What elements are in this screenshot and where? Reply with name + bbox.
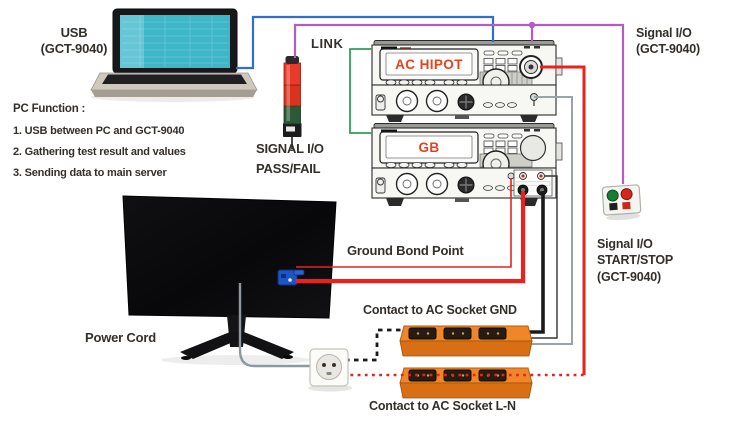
hipot-power-switch [375, 94, 386, 111]
laptop-base-edge [91, 90, 257, 97]
gb-display-text: GB [418, 140, 440, 155]
hipot-knob-2 [425, 89, 449, 113]
monitor [122, 195, 337, 360]
hipot-display [385, 52, 473, 76]
power-strip-ln [399, 367, 533, 399]
wall-socket [308, 348, 352, 392]
hipot-foot-right [520, 115, 538, 122]
monitor-panel [122, 195, 337, 319]
gb-knob-1 [395, 172, 419, 196]
gb-display [385, 135, 473, 159]
socket-ground-clip [326, 372, 332, 375]
usb-label: USB (GCT-9040) [40, 25, 108, 57]
laptop-screen-content [122, 16, 228, 67]
ground-lead-black [527, 191, 545, 334]
laptop-screen-glare [120, 15, 144, 68]
strip-gnd-front [399, 340, 533, 357]
strip-ln-front [399, 382, 533, 399]
pc-function-item: 2. Gathering test result and values [13, 146, 186, 158]
ground-bond-clamp [277, 269, 298, 286]
contact-gnd-label: Contact to AC Socket GND [363, 303, 517, 317]
gb-soft-keys [385, 161, 468, 168]
gb-vent-circle [519, 134, 547, 162]
tower-green-light [283, 105, 301, 125]
laptop-screen [120, 15, 230, 68]
hipot-foot-left [386, 115, 404, 122]
tower-upper-red-light [283, 62, 301, 86]
monitor-stand-base [180, 332, 294, 359]
hipot-keypad [483, 50, 523, 72]
start-button [606, 189, 619, 202]
stop-button-base [622, 201, 631, 210]
hipot-tester [371, 40, 563, 122]
socket-hole-left [322, 363, 326, 367]
tower-lower-red-light [283, 84, 301, 107]
hipot-model-mark [400, 47, 411, 50]
tower-base-label [286, 126, 295, 132]
ground-bond-tab [293, 269, 305, 276]
hipot-display-text: AC HIPOT [395, 57, 463, 72]
socket-recess [316, 354, 342, 380]
sense-lead-red [296, 178, 512, 268]
laptop [90, 8, 258, 97]
gb-keypad [483, 133, 523, 154]
laptop-keyboard [102, 74, 247, 84]
source-lead-red [296, 192, 526, 284]
signal-tower [283, 56, 302, 149]
hipot-knob-1 [395, 89, 419, 113]
pc-function-item: 3. Sending data to main server [13, 167, 167, 179]
return-lead-grey [527, 96, 573, 345]
hv-lead-red [540, 65, 586, 375]
stop-button [620, 188, 633, 201]
link-label: LINK [311, 36, 344, 51]
start-stop-box [601, 184, 642, 221]
tower-highlight [286, 65, 290, 121]
power-strip-gnd [399, 325, 533, 357]
gnd-contact-dashed [336, 328, 403, 362]
tower-cap [285, 56, 299, 64]
gb-knob-2 [425, 172, 449, 196]
signal-io-wire [293, 23, 625, 184]
hipot-soft-keys [385, 79, 468, 86]
gb-power-switch [375, 177, 386, 194]
contact-ln-label: Contact to AC Socket L-N [369, 399, 516, 413]
sense-lead-black [527, 175, 558, 339]
signal-io-passfail-label: SIGNAL I/O PASS/FAIL [256, 141, 324, 177]
hipot-lower-buttons [483, 102, 517, 108]
pc-function-title: PC Function : [13, 103, 86, 115]
ground-bond-connector [277, 269, 305, 286]
gb-side-tab [555, 142, 563, 161]
gb-tester [371, 123, 563, 206]
hipot-brand-logo [381, 46, 397, 50]
power-cord-label: Power Cord [85, 330, 156, 345]
gb-brand-logo [381, 129, 397, 133]
gb-foot-left [386, 198, 404, 206]
start-stop-enclosure [601, 184, 642, 216]
socket-hole-right [332, 363, 336, 367]
signal-io-junction [528, 21, 536, 29]
power-cord-wire [238, 283, 312, 368]
start-button-base [609, 202, 618, 211]
link-wire [349, 48, 372, 134]
signal-io-top-label: Signal I/O (GCT-9040) [636, 26, 700, 57]
monitor-shadow [161, 355, 311, 365]
strip-gnd-outlets [408, 327, 507, 340]
pc-function-item: 1. USB between PC and GCT-9040 [13, 125, 185, 137]
signal-io-startstop-label: Signal I/O START/STOP (GCT-9040) [597, 237, 674, 284]
ground-bond-point-label: Ground Bond Point [347, 243, 464, 258]
